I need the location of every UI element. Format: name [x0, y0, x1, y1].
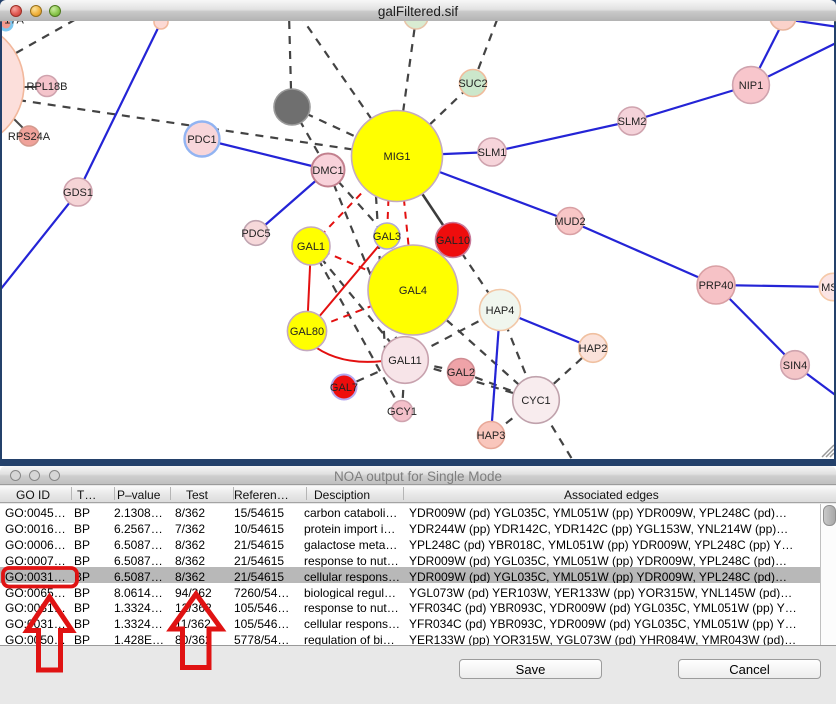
svg-text:SUC2: SUC2 — [458, 78, 487, 90]
svg-text:PRP40: PRP40 — [699, 280, 734, 292]
svg-text:MUD2: MUD2 — [554, 216, 585, 228]
svg-text:HAP4: HAP4 — [486, 305, 515, 317]
svg-text:PDC5: PDC5 — [241, 228, 270, 240]
svg-text:SLM1: SLM1 — [478, 147, 507, 159]
svg-text:SIN4: SIN4 — [783, 360, 807, 372]
svg-text:GAL80: GAL80 — [290, 326, 324, 338]
svg-text:GAL3: GAL3 — [373, 231, 401, 243]
svg-text:17A: 17A — [4, 21, 24, 27]
svg-text:NIP1: NIP1 — [739, 80, 763, 92]
svg-text:GAL11: GAL11 — [388, 355, 421, 367]
svg-text:DMC1: DMC1 — [312, 165, 343, 177]
svg-text:PDC1: PDC1 — [187, 134, 216, 146]
svg-text:HAP3: HAP3 — [477, 430, 506, 442]
svg-text:SLM2: SLM2 — [618, 116, 647, 128]
svg-text:GAL4: GAL4 — [399, 285, 427, 297]
svg-text:GAL7: GAL7 — [330, 382, 358, 394]
svg-text:GAL10: GAL10 — [436, 235, 470, 247]
svg-text:GAL2: GAL2 — [447, 367, 475, 379]
svg-text:CYC1: CYC1 — [521, 395, 550, 407]
svg-text:HAP2: HAP2 — [579, 343, 608, 355]
svg-text:RPL18B: RPL18B — [27, 81, 68, 93]
svg-text:MIG1: MIG1 — [384, 151, 411, 163]
svg-text:RPS24A: RPS24A — [8, 131, 51, 143]
svg-text:GDS1: GDS1 — [63, 187, 93, 199]
svg-text:MSB: MSB — [821, 282, 834, 294]
svg-text:GCY1: GCY1 — [387, 406, 417, 418]
svg-text:GAL1: GAL1 — [297, 241, 325, 253]
